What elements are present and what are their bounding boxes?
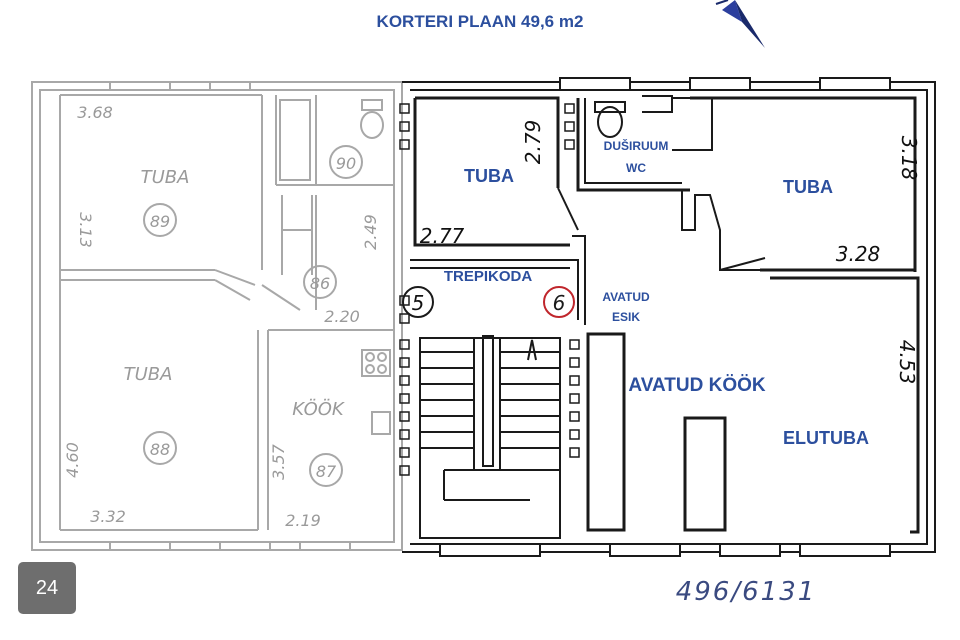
room-label-esik: ESIK: [612, 310, 640, 324]
north-arrow-icon: [715, 0, 765, 48]
room-label-tuba-right: TUBA: [783, 177, 833, 197]
room-label-wc: WC: [626, 161, 646, 175]
svg-text:4.60: 4.60: [63, 442, 82, 478]
svg-text:2.77: 2.77: [420, 224, 465, 248]
room-dimensions: 2.79 2.77 3.18 3.28 4.53: [420, 120, 921, 385]
svg-text:TUBA: TUBA: [124, 364, 173, 385]
svg-text:6: 6: [553, 291, 566, 315]
neighbour-apartments: [31, 81, 403, 551]
room-label-trepikoda: TREPIKODA: [444, 268, 533, 285]
svg-text:3.13: 3.13: [76, 212, 95, 248]
svg-text:KÖÖK: KÖÖK: [292, 398, 345, 420]
svg-text:3.32: 3.32: [90, 507, 126, 526]
svg-text:89: 89: [150, 212, 170, 231]
svg-text:TUBA: TUBA: [141, 167, 190, 188]
svg-text:2.79: 2.79: [521, 120, 545, 165]
plan-title: KORTERI PLAAN 49,6 m2: [377, 12, 584, 31]
room-label-kook: AVATUD KÖÖK: [628, 375, 765, 396]
svg-text:2.20: 2.20: [324, 307, 360, 326]
svg-text:2.19: 2.19: [285, 511, 321, 530]
room-label-avatud: AVATUD: [602, 290, 650, 304]
svg-text:3.57: 3.57: [269, 443, 288, 479]
svg-text:2.49: 2.49: [361, 214, 380, 250]
handwritten-code: 496/6131: [676, 577, 817, 607]
room-label-elutuba: ELUTUBA: [783, 428, 869, 448]
room-labels: TUBA TUBA DUŠIRUUM WC TREPIKODA AVATUD E…: [444, 138, 869, 448]
svg-text:88: 88: [150, 440, 170, 459]
svg-text:3.28: 3.28: [836, 242, 881, 266]
svg-text:4.53: 4.53: [895, 340, 919, 385]
neighbour-labels: TUBA TUBA KÖÖK 89 88 90 86 87 3.68 3.13 …: [63, 103, 380, 530]
room-label-dusiruum: DUŠIRUUM: [604, 138, 669, 153]
svg-text:3.68: 3.68: [77, 103, 113, 122]
room-label-tuba-left: TUBA: [464, 166, 514, 186]
svg-text:87: 87: [316, 462, 337, 481]
svg-text:90: 90: [336, 154, 356, 173]
apartment-walls: [402, 77, 936, 557]
window-marker-icon: [399, 103, 580, 476]
page-number-badge: 24: [18, 562, 76, 614]
svg-text:3.18: 3.18: [897, 136, 921, 181]
stair-number-6: 6: [543, 286, 575, 318]
svg-text:5: 5: [412, 291, 425, 315]
svg-text:86: 86: [310, 274, 330, 293]
stair-number-5: 5: [402, 286, 434, 318]
